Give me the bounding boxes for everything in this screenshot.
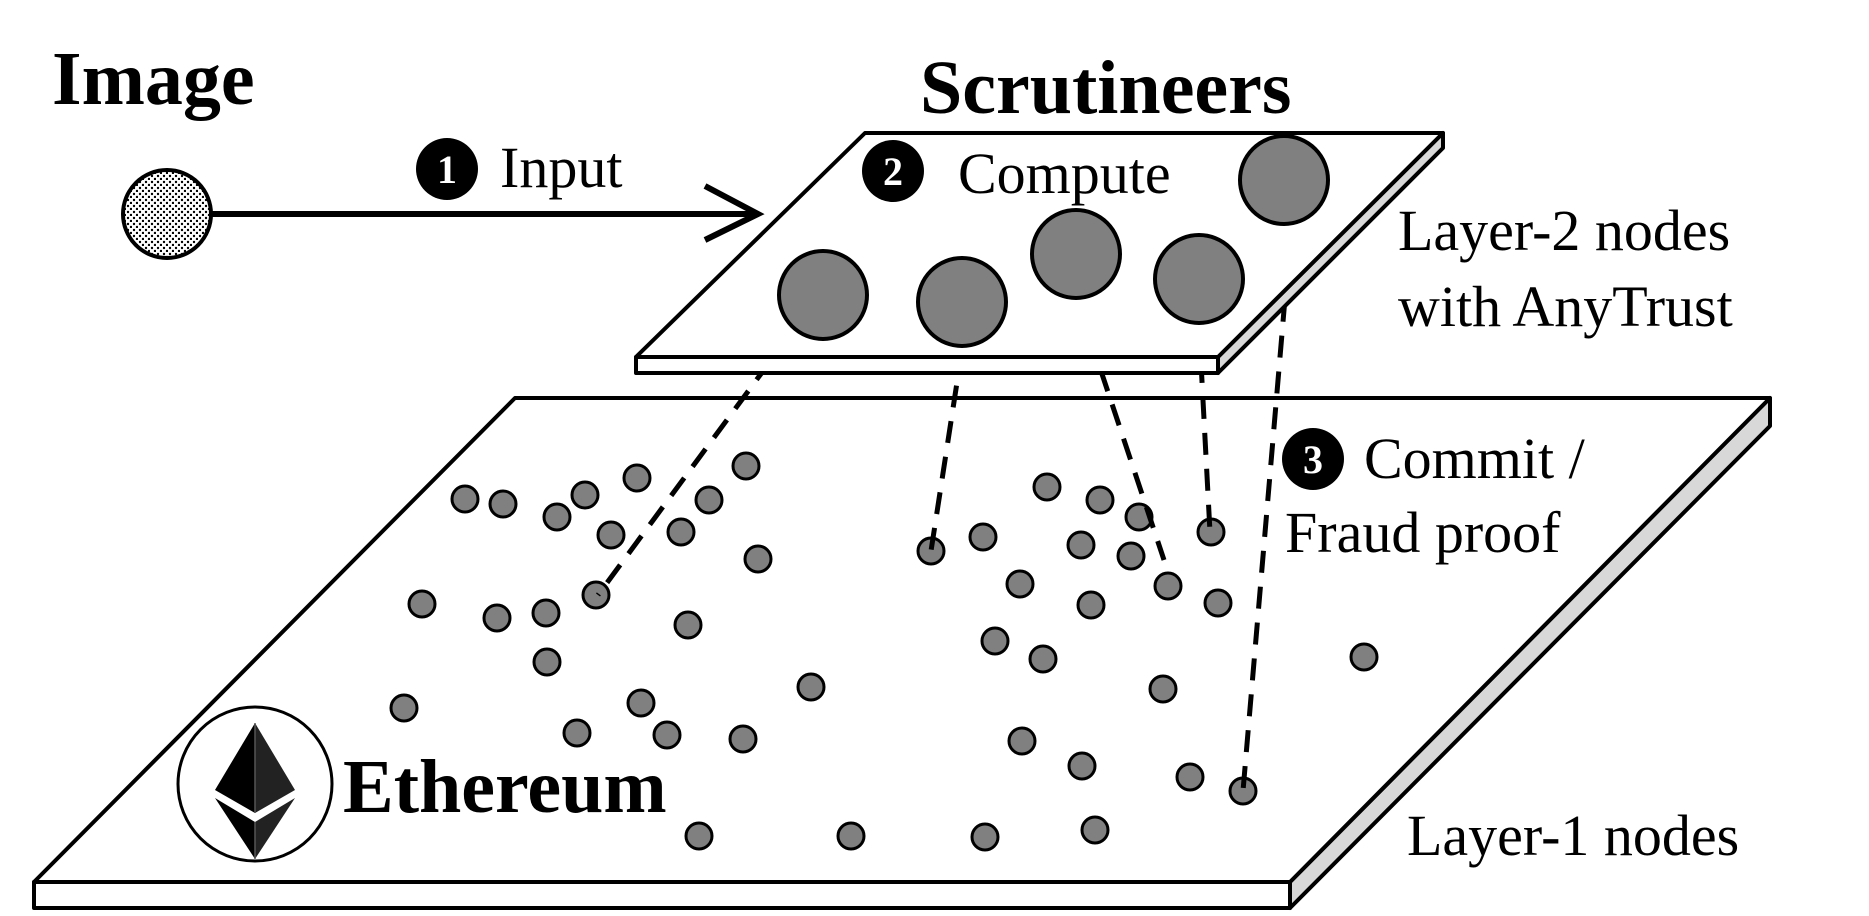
- step-2-badge: [862, 140, 924, 202]
- layer1-node: [531, 598, 561, 628]
- layer1-node: [836, 821, 866, 851]
- ethereum-label: Ethereum: [343, 745, 667, 829]
- layer1-node: [652, 720, 682, 750]
- layer1-node: [570, 480, 600, 510]
- layer1-node: [1005, 569, 1035, 599]
- layer1-node: [694, 485, 724, 515]
- layer1-node: [581, 580, 611, 610]
- layer1-node: [532, 647, 562, 677]
- layer1-node: [626, 688, 656, 718]
- step-3-label-line2: Fraud proof: [1285, 500, 1561, 565]
- layer1-node: [796, 672, 826, 702]
- layer2-node: [1153, 233, 1245, 325]
- layer1-node: [684, 821, 714, 851]
- layer1-node: [980, 626, 1010, 656]
- layer1-node: [1076, 590, 1106, 620]
- layer1-node: [1007, 726, 1037, 756]
- layer2-node: [777, 249, 869, 341]
- image-source-icon: [121, 168, 213, 260]
- layer1-node: [450, 484, 480, 514]
- layer1-nodes-label: Layer-1 nodes: [1407, 803, 1739, 868]
- layer1-node: [666, 517, 696, 547]
- layer1-node: [1067, 751, 1097, 781]
- layer1-node: [542, 502, 572, 532]
- layer2-node: [1030, 208, 1122, 300]
- layer1-node: [389, 693, 419, 723]
- layer1-node: [728, 724, 758, 754]
- layer1-node: [1203, 588, 1233, 618]
- layer1-node: [482, 603, 512, 633]
- input-arrowhead: [703, 183, 765, 243]
- ethereum-logo-icon: [176, 705, 334, 863]
- layer1-node: [1028, 644, 1058, 674]
- step-3-number: 3: [1303, 437, 1323, 482]
- layer1-node: [407, 589, 437, 619]
- layer1-node: [562, 718, 592, 748]
- layer1-node: [1175, 762, 1205, 792]
- layer1-node: [1153, 571, 1183, 601]
- layer1-node: [596, 520, 626, 550]
- layer2-node: [1238, 134, 1330, 226]
- step-1-label: Input: [500, 135, 622, 200]
- layer1-node: [1032, 472, 1062, 502]
- step-2-number: 2: [883, 149, 903, 194]
- layer2-nodes-label-line1: Layer-2 nodes: [1398, 198, 1730, 263]
- layer1-node: [1085, 485, 1115, 515]
- layer2-node: [916, 256, 1008, 348]
- layer1-node: [970, 822, 1000, 852]
- layer1-node: [968, 522, 998, 552]
- layer1-plane: [32, 396, 1772, 910]
- layer1-node: [622, 463, 652, 493]
- commit-connector-line: [1240, 227, 1294, 792]
- step-3-badge: [1282, 428, 1344, 490]
- layer1-node: [743, 544, 773, 574]
- layer1-node: [1116, 541, 1146, 571]
- image-title: Image: [52, 37, 255, 121]
- step-1-badge: [416, 138, 478, 200]
- scrutineers-title: Scrutineers: [920, 46, 1291, 130]
- layer1-node: [1148, 674, 1178, 704]
- layer2-node-group: [777, 134, 1330, 348]
- step-3-label-line1: Commit /: [1364, 426, 1586, 491]
- step-1-number: 1: [437, 147, 457, 192]
- layer2-nodes-label-line2: with AnyTrust: [1398, 274, 1733, 339]
- layer1-node: [673, 610, 703, 640]
- layer1-node-group: [389, 451, 1379, 852]
- commit-connector-line: [595, 331, 794, 597]
- layer1-node: [488, 489, 518, 519]
- step-2-label: Compute: [958, 141, 1171, 206]
- layer1-node: [731, 451, 761, 481]
- layer1-node: [1080, 815, 1110, 845]
- layer1-node: [1349, 642, 1379, 672]
- layer1-node: [1066, 530, 1096, 560]
